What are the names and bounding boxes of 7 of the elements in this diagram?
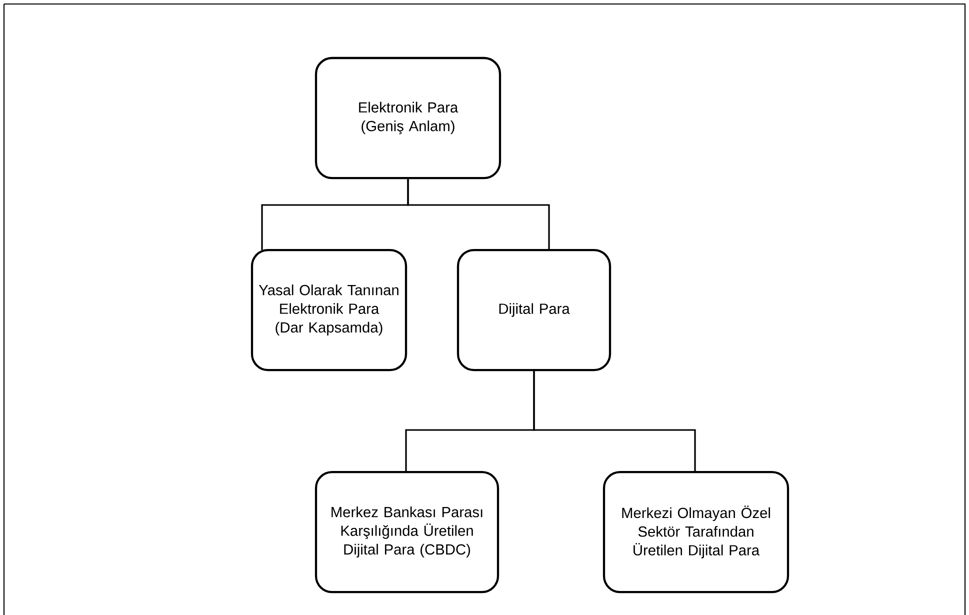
connector-line <box>533 371 696 472</box>
rounded-box: Yasal Olarak Tanınan Elektronik Para (Dar Kapsamda) <box>250 248 408 372</box>
rounded-box: Merkez Bankası Parası Karşılığında Üretilen Dijital Para (CBDC) <box>314 470 500 594</box>
rounded-box: Merkezi Olmayan Özel Sektör Tarafından Üretilen Dijital Para <box>602 470 790 594</box>
rounded-box: Elektronik Para (Geniş Anlam) <box>314 56 502 180</box>
connector-line <box>407 179 550 250</box>
rounded-box: Dijital Para <box>456 248 612 372</box>
